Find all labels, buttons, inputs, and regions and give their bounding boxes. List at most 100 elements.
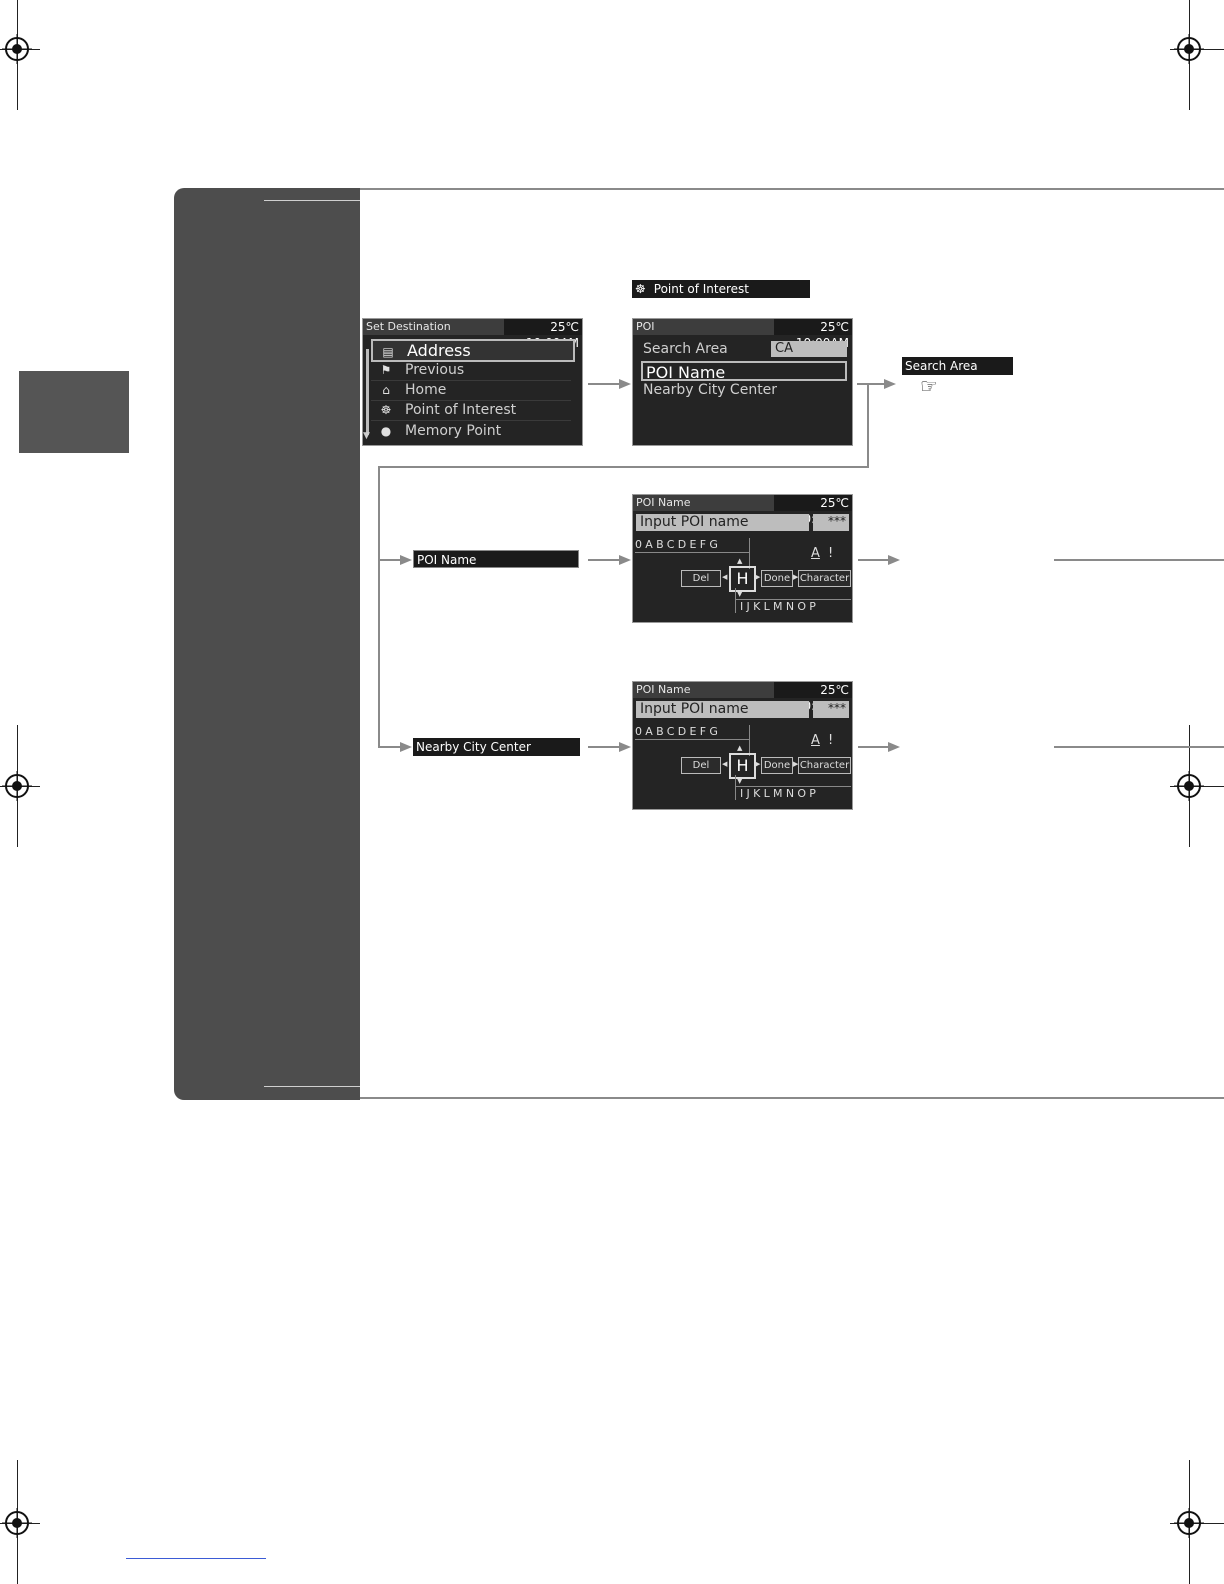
- footer-link-underline: [126, 1558, 266, 1559]
- menu-item-memory-point[interactable]: ● Memory Point: [371, 422, 571, 441]
- left-dark-panel: [174, 188, 360, 1100]
- flow-connector: [867, 383, 869, 468]
- del-button[interactable]: Del: [681, 757, 721, 774]
- character-button[interactable]: Character: [798, 757, 851, 774]
- menu-item-point-of-interest[interactable]: ☸Point of Interest: [371, 401, 571, 421]
- menu-item-label: Previous: [405, 362, 465, 378]
- scrollbar[interactable]: [366, 349, 369, 435]
- flow-connector: [378, 466, 380, 747]
- frame-top-rule: [360, 188, 1224, 190]
- search-area-label: Search Area: [902, 357, 1013, 375]
- right-arrow-icon: ▶: [793, 573, 799, 581]
- screen-title: POI: [636, 320, 655, 333]
- keyboard-row-upper[interactable]: 0ABCDEFG: [635, 538, 750, 553]
- symbol-key[interactable]: !: [828, 546, 834, 561]
- flow-arrow: [588, 746, 620, 748]
- poi-screen: POI 25℃ 10:00AM Search Area CA POI Name …: [632, 318, 853, 446]
- arrow-head-icon: [619, 379, 631, 389]
- selected-key[interactable]: H: [729, 566, 756, 592]
- clock-readout: 25℃ 10:00AM: [774, 495, 852, 526]
- arrow-head-icon: [888, 742, 900, 752]
- poi-name-input[interactable]: Input POI name: [636, 514, 809, 531]
- arrow-head-icon: [400, 555, 412, 565]
- nearby-city-center-label: Nearby City Center: [413, 738, 580, 756]
- poi-name-keyboard-screen: POI Name 25℃ 10:00AM Input POI name *** …: [632, 494, 853, 623]
- poi-name-input[interactable]: Input POI name: [636, 701, 809, 718]
- symbol-key[interactable]: !: [828, 733, 834, 748]
- pointing-hand-icon: ☞: [920, 374, 938, 398]
- set-destination-screen: Set Destination 25℃ 10:00AM ▼ ▤Address ⚑…: [362, 318, 583, 446]
- arrow-head-icon: [400, 742, 412, 752]
- search-area-row[interactable]: Search Area: [643, 341, 728, 357]
- screen-title: POI Name: [636, 496, 691, 509]
- right-arrow-icon: ▶: [755, 573, 761, 581]
- frame-bottom-rule: [360, 1097, 1224, 1099]
- character-button[interactable]: Character: [798, 570, 851, 587]
- poi-step-label: ☸ Point of Interest: [632, 280, 810, 298]
- keyboard-row-lower[interactable]: IJKLMNOP: [735, 599, 851, 613]
- poi-step-label-text: Point of Interest: [653, 282, 749, 296]
- down-arrow-icon: ▼: [737, 590, 743, 598]
- up-arrow-icon: ▲: [737, 744, 743, 752]
- up-arrow-icon: ▲: [737, 557, 743, 565]
- flow-continuation-line: [1054, 746, 1224, 748]
- menu-item-label: Point of Interest: [405, 402, 517, 418]
- screen-header: POI Name 25℃ 10:00AM: [633, 682, 852, 713]
- keyboard-row-lower[interactable]: IJKLMNOP: [735, 786, 851, 800]
- poi-icon: ☸: [635, 282, 646, 296]
- flag-icon: ⚑: [380, 363, 392, 377]
- screen-header: Set Destination 25℃ 10:00AM: [363, 319, 582, 350]
- menu-item-label: Memory Point: [405, 423, 502, 439]
- flow-arrow: [858, 746, 890, 748]
- arrow-head-icon: [619, 742, 631, 752]
- clock-readout: 25℃ 10:00AM: [774, 319, 852, 350]
- arrow-head-icon: [884, 379, 896, 389]
- menu-item-previous[interactable]: ⚑ Previous: [371, 361, 571, 381]
- screen-header: POI Name 25℃ 10:00AM: [633, 495, 852, 526]
- registration-mark-mr: [1174, 771, 1204, 801]
- selected-key[interactable]: H: [729, 753, 756, 779]
- keyboard-divider: [735, 588, 736, 608]
- left-arrow-icon: ◀: [722, 760, 728, 768]
- keyboard-divider: [735, 775, 736, 795]
- keyboard-divider: [749, 545, 750, 569]
- chapter-tab: [19, 371, 129, 453]
- flow-arrow: [858, 559, 890, 561]
- arrow-head-icon: [888, 555, 900, 565]
- menu-item-label: Home: [405, 382, 447, 398]
- del-button[interactable]: Del: [681, 570, 721, 587]
- menu-item-address[interactable]: ▤Address: [371, 339, 575, 362]
- right-arrow-icon: ▶: [755, 760, 761, 768]
- flow-arrow: [857, 383, 887, 385]
- done-button[interactable]: Done: [761, 757, 793, 774]
- menu-item-home[interactable]: ⌂Home: [371, 381, 571, 401]
- flow-arrow: [378, 746, 402, 748]
- flow-arrow: [588, 559, 620, 561]
- right-arrow-icon: ▶: [793, 760, 799, 768]
- character-count: ***: [813, 701, 849, 718]
- registration-mark-tl: [2, 34, 32, 64]
- nearby-city-keyboard-screen: POI Name 25℃ 10:00AM Input POI name *** …: [632, 681, 853, 810]
- panel-rule-bottom: [264, 1086, 360, 1087]
- scroll-down-arrow-icon[interactable]: ▼: [363, 431, 370, 441]
- keyboard-row-upper[interactable]: 0ABCDEFG: [635, 725, 750, 740]
- down-arrow-icon: ▼: [737, 777, 743, 785]
- poi-name-row[interactable]: POI Name: [641, 361, 847, 382]
- registration-mark-bl: [2, 1508, 32, 1538]
- flow-connector: [378, 466, 869, 468]
- nearby-city-center-row[interactable]: Nearby City Center: [643, 382, 778, 398]
- clock-readout: 25℃ 10:00AM: [774, 682, 852, 713]
- search-area-value[interactable]: CA: [771, 341, 847, 357]
- panel-rule-top: [264, 200, 360, 201]
- case-toggle[interactable]: A: [811, 546, 820, 561]
- flow-continuation-line: [1054, 559, 1224, 561]
- done-button[interactable]: Done: [761, 570, 793, 587]
- flow-arrow: [378, 559, 402, 561]
- pin-icon: ●: [380, 424, 392, 438]
- keyboard-divider: [749, 732, 750, 756]
- case-toggle[interactable]: A: [811, 733, 820, 748]
- character-count: ***: [813, 514, 849, 531]
- screen-header: POI 25℃ 10:00AM: [633, 319, 852, 350]
- flow-arrow: [588, 383, 620, 385]
- left-arrow-icon: ◀: [722, 573, 728, 581]
